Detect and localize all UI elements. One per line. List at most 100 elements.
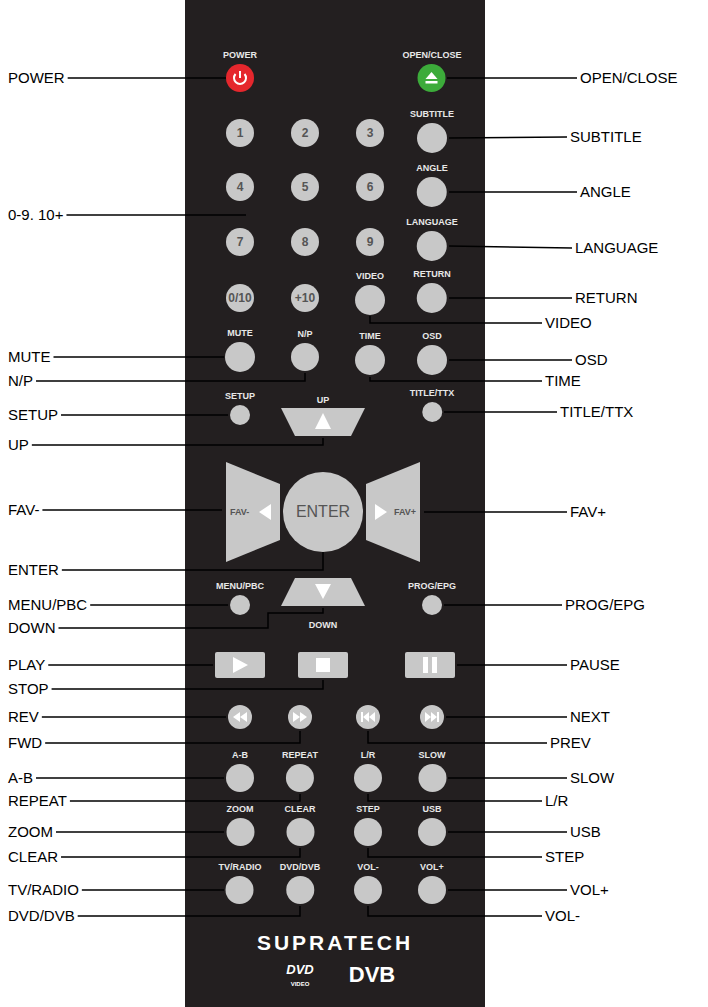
remote-button: DOWN: [281, 578, 365, 632]
button-label: STEP: [356, 804, 380, 815]
button-face: [230, 595, 250, 615]
power-icon: [234, 71, 246, 84]
arrow-key: [281, 578, 365, 606]
callout-label: PAUSE: [570, 656, 620, 674]
fwd-button: [288, 705, 312, 729]
remote-button: VOL+: [418, 862, 446, 904]
button-face: [354, 876, 382, 904]
remote-button: SUBTITLE: [408, 109, 456, 153]
leader-line: [444, 604, 562, 606]
remote-button: A-B: [226, 750, 254, 792]
leader-line: [449, 246, 572, 248]
button-face: [417, 231, 447, 261]
callout-label: TIME: [545, 372, 581, 390]
dvd-logo-subtext: VIDEO: [291, 981, 310, 987]
leader-line: [447, 77, 577, 79]
leader-line: [59, 608, 324, 628]
button-label: TV/RADIO: [218, 862, 261, 873]
button-face: [418, 64, 446, 92]
remote-button: CLEAR: [283, 804, 318, 846]
remote-button: STEP: [354, 804, 382, 846]
eject-icon: [426, 72, 438, 79]
remote-button: L/R: [354, 750, 382, 792]
prev-icon: [369, 712, 375, 722]
pause-icon: [423, 657, 428, 673]
callout-label: SETUP: [8, 406, 58, 424]
callout-label: ENTER: [8, 561, 59, 579]
button-label: SUBTITLE: [410, 109, 454, 120]
leader-line: [444, 411, 557, 413]
callout-label: OSD: [575, 351, 608, 369]
button-label: 3: [367, 125, 374, 141]
leader-line: [45, 731, 300, 743]
button-label: OPEN/CLOSE: [402, 50, 461, 61]
button-shape: [228, 705, 252, 729]
callout-label: L/R: [545, 792, 568, 810]
remote-button: 3: [356, 119, 384, 147]
remote-button: OPEN/CLOSE: [400, 50, 463, 92]
leader-line: [368, 794, 542, 801]
callout-label: FWD: [8, 734, 42, 752]
button-label: L/R: [361, 750, 376, 761]
button-label: ANGLE: [416, 163, 448, 174]
leader-line: [368, 906, 542, 916]
callout-label: 0-9. 10+: [8, 206, 63, 224]
fwd-icon: [300, 712, 307, 722]
leader-line: [368, 848, 542, 857]
remote-body: SUPRATECHDVDVIDEODVBPOWEROPEN/CLOSE123SU…: [185, 0, 485, 1007]
button-face: [417, 123, 447, 153]
pause-icon: [432, 657, 437, 673]
remote-button: SLOW: [417, 750, 448, 792]
callout-label: UP: [8, 436, 29, 454]
rev-icon: [240, 712, 247, 722]
button-face: [417, 345, 447, 375]
callout-label: REPEAT: [8, 792, 67, 810]
callout-label: VOL-: [545, 907, 580, 925]
button-face: [422, 595, 442, 615]
leader-line: [449, 359, 572, 361]
stop-icon: [316, 658, 330, 672]
button-face: [226, 64, 254, 92]
button-face: [355, 345, 385, 375]
remote-button: FAV-: [226, 462, 280, 562]
remote-button: TITLE/TTX: [408, 388, 457, 422]
callout-label: PROG/EPG: [565, 596, 645, 614]
remote-button: VOL-: [354, 862, 382, 904]
button-shape: [405, 652, 455, 678]
remote-button: 4: [226, 173, 254, 201]
remote-button: 2: [291, 119, 319, 147]
button-shape: [288, 705, 312, 729]
arrow-icon: [259, 504, 271, 520]
remote-button: 1: [226, 119, 254, 147]
callout-label: USB: [570, 823, 601, 841]
button-face: [291, 173, 319, 201]
remote-button: USB: [418, 804, 446, 846]
button-shape: [420, 705, 444, 729]
leader-line: [449, 137, 567, 138]
leader-line: [36, 373, 305, 381]
remote-button: REPEAT: [280, 750, 320, 792]
callout-label: MENU/PBC: [8, 596, 87, 614]
button-face: [226, 818, 254, 846]
remote-button: VIDEO: [354, 271, 386, 315]
button-face: [356, 119, 384, 147]
callout-label: DVD/DVB: [8, 907, 75, 925]
play-icon: [233, 657, 248, 673]
button-label: +10: [295, 290, 315, 306]
prev-icon: [363, 712, 369, 722]
button-face: [226, 876, 254, 904]
button-label: PROG/EPG: [408, 581, 456, 592]
callout-label: VIDEO: [545, 314, 592, 332]
remote-button: UP: [281, 395, 365, 437]
remote-button: PROG/EPG: [406, 581, 458, 615]
leader-line: [446, 716, 567, 718]
remote-button: MENU/PBC: [214, 581, 266, 615]
leader-line: [61, 848, 300, 857]
button-label: 5: [302, 179, 309, 195]
callout-label: ZOOM: [8, 823, 53, 841]
button-face: [418, 876, 446, 904]
remote-button: 7: [226, 228, 254, 256]
leader-line: [370, 316, 542, 323]
button-face: [226, 228, 254, 256]
arrow-key: [281, 408, 365, 436]
